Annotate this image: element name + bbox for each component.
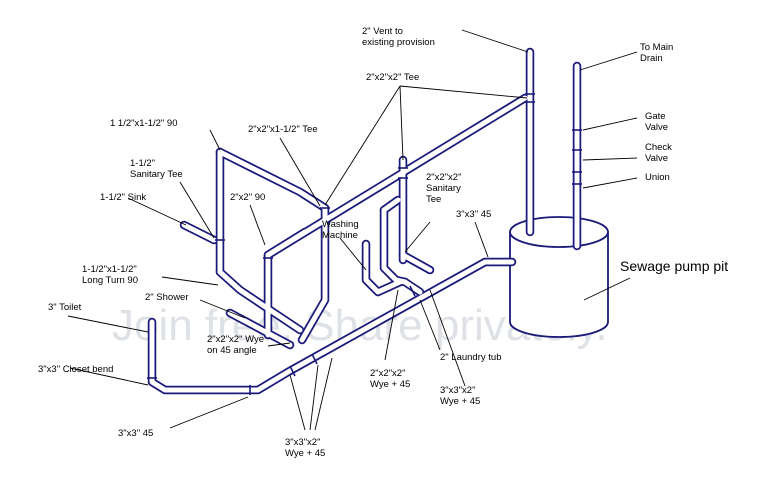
label-sink: 1-1/2" Sink [100, 192, 146, 203]
closet-bend-line-1: 3"x3" Closet bend [38, 364, 113, 375]
label-wye-3x3x2-right: 3"x3"x2"Wye + 45 [440, 385, 480, 407]
long-turn-line-1: 1-1/2"x1-1/2" [82, 264, 137, 275]
washing-machine-line-2: Machine [322, 230, 358, 241]
label-toilet: 3" Toilet [48, 302, 82, 313]
wye-45-angle-line-2: on 45 angle [207, 345, 257, 356]
sanitary-tee-15-line-1: 1-1/2" [130, 158, 155, 169]
label-wye-2x2x2-45: 2"x2"x2"Wye + 45 [370, 368, 410, 390]
vent-line-2: existing provision [362, 37, 435, 48]
pipe-network [147, 47, 582, 395]
wye-3x3x2-right-line-2: Wye + 45 [440, 396, 480, 407]
check-valve-line-1: Check [645, 142, 672, 153]
wye-3x3x2-bottom-line-1: 3"x3"x2" [285, 437, 320, 448]
tee-2x2x15-line-1: 2"x2"x1-1/2" Tee [248, 124, 318, 135]
sanitary-tee-2-line-1: 2"x2"x2" [426, 172, 461, 183]
sanitary-tee-2-line-2: Sanitary [426, 183, 461, 194]
wye-3x3-45-right-line-1: 3"x3" 45 [456, 209, 491, 220]
toilet-line-1: 3" Toilet [48, 302, 82, 313]
washing-machine-line-1: Washing [322, 219, 359, 230]
label-elbow-2x2-90: 2"x2" 90 [230, 192, 265, 203]
label-laundry-tub: 2" Laundry tub [440, 352, 501, 363]
wye-2x2x2-45-line-2: Wye + 45 [370, 379, 410, 390]
sewage-pump-pit [509, 216, 609, 338]
label-long-turn: 1-1/2"x1-1/2"Long Turn 90 [82, 264, 138, 286]
gate-valve-line-2: Valve [645, 122, 668, 133]
label-union: Union [645, 172, 670, 183]
shower-line-1: 2" Shower [145, 292, 189, 303]
main-drain-line-1: To Main [640, 42, 673, 53]
gate-valve-line-1: Gate [645, 111, 666, 122]
laundry-tub-line-1: 2" Laundry tub [440, 352, 501, 363]
label-shower: 2" Shower [145, 292, 189, 303]
sink-line-1: 1-1/2" Sink [100, 192, 146, 203]
leader-lines [67, 29, 638, 431]
label-closet-bend: 3"x3" Closet bend [38, 364, 113, 375]
label-sewage-pit: Sewage pump pit [620, 258, 728, 274]
label-wye-3x3x2-bottom: 3"x3"x2"Wye + 45 [285, 437, 325, 459]
tee-top-line-1: 2"x2"x2" Tee [366, 72, 419, 83]
label-tee-2x2x15: 2"x2"x1-1/2" Tee [248, 124, 318, 135]
label-sanitary-tee-15: 1-1/2"Sanitary Tee [130, 158, 183, 180]
vent-line-1: 2" Vent to [362, 26, 403, 37]
union-line-1: Union [645, 172, 670, 183]
label-elbow-3x3-45-bottom: 3"x3" 45 [118, 428, 153, 439]
wye-45-angle-line-1: 2"x2"x2" Wye [207, 334, 264, 345]
wye-3x3x2-bottom-line-2: Wye + 45 [285, 448, 325, 459]
elbow-3x3-45-bottom-line-1: 3"x3" 45 [118, 428, 153, 439]
long-turn-line-2: Long Turn 90 [82, 275, 138, 286]
label-wye-3x3-45-right: 3"x3" 45 [456, 209, 491, 220]
main-drain-line-2: Drain [640, 53, 663, 64]
elbow-2x2-90-line-1: 2"x2" 90 [230, 192, 265, 203]
label-elbow-90-top: 1 1/2"x1-1/2" 90 [110, 118, 177, 129]
label-tee-top: 2"x2"x2" Tee [366, 72, 419, 83]
elbow-90-top-line-1: 1 1/2"x1-1/2" 90 [110, 118, 177, 129]
sanitary-tee-15-line-2: Sanitary Tee [130, 169, 183, 180]
wye-2x2x2-45-line-1: 2"x2"x2" [370, 368, 405, 379]
check-valve-line-2: Valve [645, 153, 668, 164]
sewage-pit-line-1: Sewage pump pit [620, 258, 728, 274]
wye-3x3x2-right-line-1: 3"x3"x2" [440, 385, 475, 396]
sanitary-tee-2-line-3: Tee [426, 194, 441, 205]
